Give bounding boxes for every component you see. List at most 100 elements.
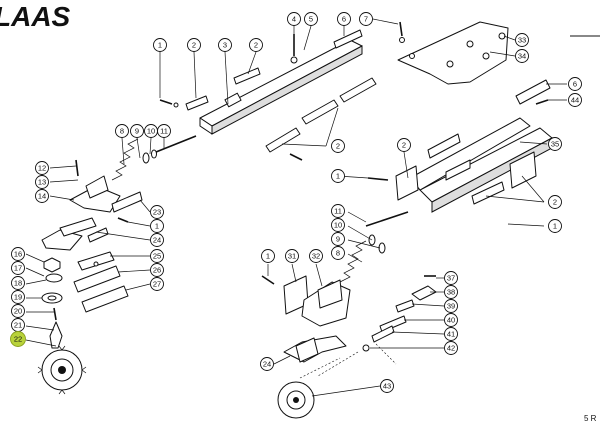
svg-text:24: 24 bbox=[153, 236, 161, 245]
label-4: 4 bbox=[287, 12, 301, 26]
label-2d: 2 bbox=[397, 138, 411, 152]
label-3: 3 bbox=[218, 38, 232, 52]
svg-text:1: 1 bbox=[158, 41, 162, 50]
label-32: 32 bbox=[309, 249, 323, 263]
svg-text:7: 7 bbox=[364, 15, 368, 24]
label-35: 35 bbox=[548, 137, 562, 151]
label-20: 20 bbox=[11, 304, 25, 318]
svg-text:11: 11 bbox=[334, 207, 342, 216]
label-27: 27 bbox=[150, 277, 164, 291]
label-42: 42 bbox=[444, 341, 458, 355]
svg-text:16: 16 bbox=[14, 250, 22, 259]
svg-text:11: 11 bbox=[160, 127, 168, 136]
top-plate-assembly bbox=[397, 21, 509, 85]
label-1b: 1 bbox=[331, 169, 345, 183]
label-2b: 2 bbox=[249, 38, 263, 52]
label-44: 44 bbox=[568, 93, 582, 107]
label-5: 5 bbox=[304, 12, 318, 26]
label-9b: 9 bbox=[331, 232, 345, 246]
svg-text:32: 32 bbox=[312, 252, 320, 261]
svg-text:25: 25 bbox=[153, 252, 161, 261]
svg-text:18: 18 bbox=[14, 279, 22, 288]
middle-channels bbox=[265, 77, 389, 181]
spring-assembly-upper bbox=[111, 135, 197, 181]
svg-text:9: 9 bbox=[336, 235, 340, 244]
label-40: 40 bbox=[444, 313, 458, 327]
label-2e: 2 bbox=[548, 195, 562, 209]
label-11a: 11 bbox=[157, 124, 171, 138]
svg-text:2: 2 bbox=[336, 142, 340, 151]
svg-text:43: 43 bbox=[383, 382, 391, 391]
label-6b: 6 bbox=[568, 77, 582, 91]
label-41: 41 bbox=[444, 327, 458, 341]
svg-text:17: 17 bbox=[14, 264, 22, 273]
svg-text:12: 12 bbox=[38, 164, 46, 173]
center-bottom-assembly bbox=[261, 211, 409, 363]
label-38: 38 bbox=[444, 285, 458, 299]
svg-text:13: 13 bbox=[38, 178, 46, 187]
svg-text:2: 2 bbox=[254, 41, 258, 50]
svg-text:23: 23 bbox=[153, 208, 161, 217]
svg-text:31: 31 bbox=[288, 252, 296, 261]
svg-text:27: 27 bbox=[153, 280, 161, 289]
label-8b: 8 bbox=[331, 246, 345, 260]
left-bracket-assembly bbox=[41, 159, 143, 251]
svg-text:20: 20 bbox=[14, 307, 22, 316]
label-26: 26 bbox=[150, 263, 164, 277]
svg-text:37: 37 bbox=[447, 274, 455, 283]
svg-text:9: 9 bbox=[135, 127, 139, 136]
label-33: 33 bbox=[515, 33, 529, 47]
label-18: 18 bbox=[11, 276, 25, 290]
svg-text:8: 8 bbox=[336, 249, 340, 258]
label-10b: 10 bbox=[331, 218, 345, 232]
svg-text:6: 6 bbox=[573, 80, 577, 89]
label-31: 31 bbox=[285, 249, 299, 263]
label-34: 34 bbox=[515, 49, 529, 63]
label-9a: 9 bbox=[130, 124, 144, 138]
label-14: 14 bbox=[35, 189, 49, 203]
svg-text:14: 14 bbox=[38, 192, 46, 201]
label-13: 13 bbox=[35, 175, 49, 189]
label-2a: 2 bbox=[187, 38, 201, 52]
label-1d: 1 bbox=[150, 219, 164, 233]
svg-text:21: 21 bbox=[14, 321, 22, 330]
label-7: 7 bbox=[359, 12, 373, 26]
leader-lines bbox=[25, 18, 567, 397]
svg-text:24: 24 bbox=[263, 360, 271, 369]
svg-text:35: 35 bbox=[551, 140, 559, 149]
label-1e: 1 bbox=[261, 249, 275, 263]
svg-text:39: 39 bbox=[447, 302, 455, 311]
svg-text:8: 8 bbox=[120, 127, 124, 136]
svg-text:3: 3 bbox=[223, 41, 227, 50]
right-bottom-assembly bbox=[277, 275, 437, 419]
label-22-highlighted: 22 bbox=[10, 331, 26, 347]
svg-text:41: 41 bbox=[447, 330, 455, 339]
svg-text:4: 4 bbox=[292, 15, 296, 24]
svg-text:10: 10 bbox=[334, 221, 342, 230]
svg-text:6: 6 bbox=[342, 15, 346, 24]
top-rail-assembly bbox=[159, 29, 363, 135]
label-37: 37 bbox=[444, 271, 458, 285]
svg-text:42: 42 bbox=[447, 344, 455, 353]
label-10a: 10 bbox=[144, 124, 158, 138]
svg-text:26: 26 bbox=[153, 266, 161, 275]
svg-text:33: 33 bbox=[518, 36, 526, 45]
right-frame-assembly bbox=[395, 79, 553, 213]
brand-logo: LAAS bbox=[0, 1, 71, 32]
svg-text:1: 1 bbox=[336, 172, 340, 181]
label-43: 43 bbox=[380, 379, 394, 393]
svg-text:34: 34 bbox=[518, 52, 526, 61]
label-25: 25 bbox=[150, 249, 164, 263]
svg-text:10: 10 bbox=[147, 127, 155, 136]
left-small-parts bbox=[37, 251, 129, 395]
label-24b: 24 bbox=[260, 357, 274, 371]
label-12: 12 bbox=[35, 161, 49, 175]
label-16: 16 bbox=[11, 247, 25, 261]
label-2c: 2 bbox=[331, 139, 345, 153]
label-8a: 8 bbox=[115, 124, 129, 138]
label-24a: 24 bbox=[150, 233, 164, 247]
label-39: 39 bbox=[444, 299, 458, 313]
callout-labels: 4 5 6 7 33 34 1 2 3 2 6 44 35 8 9 10 11 … bbox=[10, 12, 582, 393]
svg-text:1: 1 bbox=[266, 252, 270, 261]
